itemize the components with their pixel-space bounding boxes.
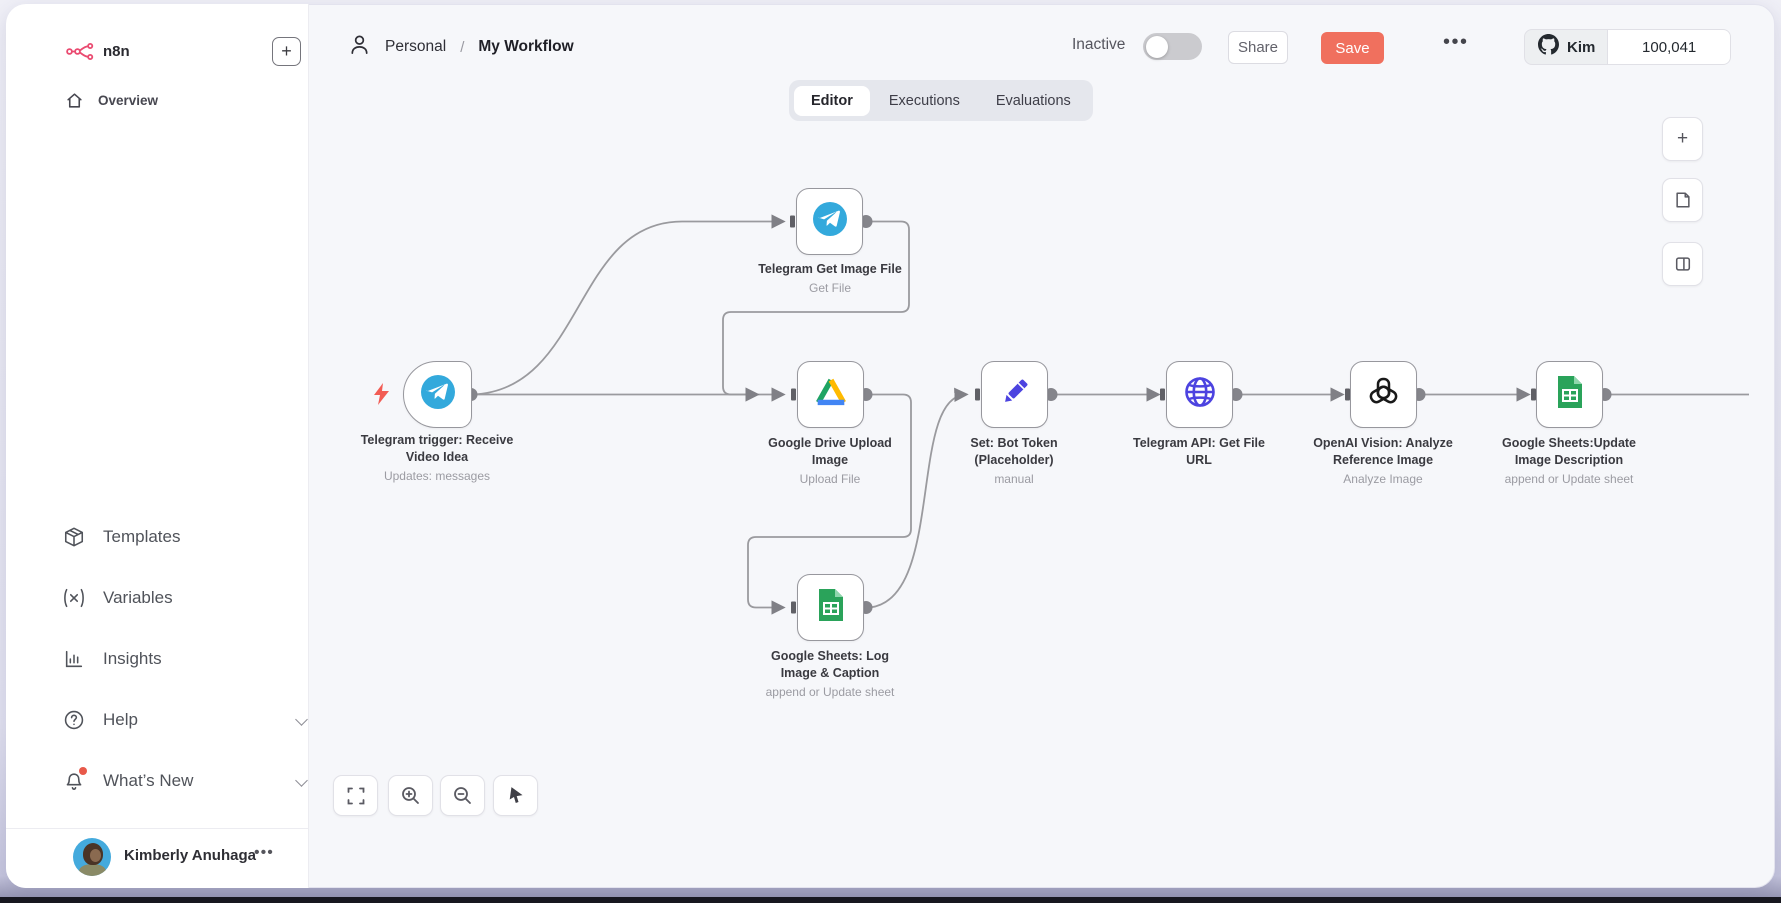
pointer-tool-button[interactable] bbox=[493, 775, 538, 816]
variables-icon bbox=[62, 586, 86, 610]
tab-editor[interactable]: Editor bbox=[794, 85, 870, 116]
github-user: Kim bbox=[1567, 38, 1596, 56]
panel-icon bbox=[1675, 257, 1690, 271]
fit-view-icon bbox=[347, 787, 364, 804]
node-label-telegram-get-image-file: Telegram Get Image File Get File bbox=[758, 262, 902, 295]
notification-badge bbox=[79, 767, 87, 775]
github-star-count: 100,041 bbox=[1607, 30, 1730, 64]
cursor-icon bbox=[509, 787, 523, 803]
active-toggle[interactable] bbox=[1143, 33, 1202, 60]
sidebar-item-insights[interactable]: Insights bbox=[62, 639, 282, 679]
zoom-out-icon bbox=[454, 787, 471, 804]
node-set-bot-token[interactable] bbox=[981, 361, 1048, 428]
workflow-status-label: Inactive bbox=[1072, 36, 1126, 53]
sidebar-item-label: Templates bbox=[103, 527, 181, 546]
sidebar-item-help[interactable]: Help bbox=[62, 700, 308, 740]
google-sheets-icon bbox=[1555, 374, 1585, 415]
github-star-widget[interactable]: Kim 100,041 bbox=[1524, 29, 1731, 65]
save-button[interactable]: Save bbox=[1321, 32, 1384, 64]
plus-icon: + bbox=[281, 41, 292, 61]
sidebar-item-label: Overview bbox=[98, 92, 159, 108]
breadcrumb-project[interactable]: Personal bbox=[385, 38, 447, 55]
more-options-button[interactable]: ••• bbox=[1443, 31, 1469, 53]
node-label-google-drive-upload: Google Drive Upload Image Upload File bbox=[768, 436, 892, 486]
add-node-button[interactable]: + bbox=[1662, 117, 1703, 161]
package-icon bbox=[62, 525, 86, 549]
app-title: n8n bbox=[103, 43, 130, 60]
sticky-note-icon bbox=[1675, 192, 1690, 208]
breadcrumb: Personal / My Workflow bbox=[348, 32, 574, 62]
github-icon bbox=[1538, 34, 1559, 60]
chevron-down-icon bbox=[295, 713, 308, 726]
sidebar-item-templates[interactable]: Templates bbox=[62, 517, 282, 557]
node-label-set-bot-token: Set: Bot Token (Placeholder) manual bbox=[970, 436, 1058, 486]
n8n-logo-icon bbox=[66, 42, 94, 66]
breadcrumb-separator: / bbox=[460, 38, 465, 56]
tab-executions[interactable]: Executions bbox=[888, 92, 960, 109]
node-google-drive-upload[interactable] bbox=[797, 361, 864, 428]
fit-view-button[interactable] bbox=[333, 775, 378, 816]
node-telegram-api-get-file-url[interactable] bbox=[1166, 361, 1233, 428]
insights-icon bbox=[62, 647, 86, 671]
pencil-icon bbox=[999, 376, 1031, 413]
help-icon bbox=[62, 708, 86, 732]
bell-icon bbox=[62, 767, 87, 793]
telegram-icon bbox=[420, 374, 456, 415]
google-sheets-icon bbox=[816, 587, 846, 628]
node-openai-vision[interactable] bbox=[1350, 361, 1417, 428]
person-icon bbox=[348, 32, 371, 62]
lightning-icon bbox=[372, 382, 391, 411]
sidebar-item-label: Insights bbox=[103, 649, 162, 668]
user-more-button[interactable]: ••• bbox=[254, 844, 274, 861]
user-name: Kimberly Anuhaga bbox=[124, 847, 256, 864]
sidebar-item-whats-new[interactable]: What’s New bbox=[62, 761, 308, 801]
telegram-icon bbox=[812, 201, 848, 242]
add-node-icon: + bbox=[1676, 128, 1689, 149]
sidebar-item-variables[interactable]: Variables bbox=[62, 578, 282, 618]
zoom-in-icon bbox=[402, 787, 419, 804]
openai-icon bbox=[1367, 376, 1400, 414]
zoom-in-button[interactable] bbox=[388, 775, 433, 816]
home-icon bbox=[62, 88, 86, 112]
workflow-title[interactable]: My Workflow bbox=[478, 38, 574, 55]
divider bbox=[6, 828, 308, 829]
globe-icon bbox=[1183, 375, 1217, 414]
sidebar-item-overview[interactable]: Overview bbox=[62, 88, 158, 112]
node-telegram-trigger[interactable] bbox=[403, 361, 472, 428]
node-label-telegram-api-get-file-url: Telegram API: Get File URL bbox=[1133, 436, 1265, 467]
node-google-sheets-log[interactable] bbox=[797, 574, 864, 641]
chevron-down-icon bbox=[295, 774, 308, 787]
user-menu[interactable]: Kimberly Anuhaga ••• bbox=[6, 836, 308, 880]
view-tabs: Editor Executions Evaluations bbox=[789, 80, 1093, 121]
share-button[interactable]: Share bbox=[1228, 31, 1288, 64]
toggle-knob bbox=[1146, 35, 1168, 58]
zoom-out-button[interactable] bbox=[440, 775, 485, 816]
tab-evaluations[interactable]: Evaluations bbox=[995, 92, 1071, 109]
node-label-telegram-trigger: Telegram trigger: Receive Video Idea Upd… bbox=[360, 433, 514, 483]
node-telegram-get-image-file[interactable] bbox=[796, 188, 863, 255]
sidebar-item-label: What’s New bbox=[103, 771, 194, 790]
google-drive-icon bbox=[813, 376, 849, 413]
toggle-panel-button[interactable] bbox=[1662, 242, 1703, 286]
add-sticky-button[interactable] bbox=[1662, 178, 1703, 222]
node-label-openai-vision: OpenAI Vision: Analyze Reference Image A… bbox=[1313, 436, 1453, 486]
sidebar: n8n + Overview Templates Variab bbox=[6, 4, 309, 888]
node-label-google-sheets-log: Google Sheets: Log Image & Caption appen… bbox=[765, 649, 895, 699]
node-google-sheets-update[interactable] bbox=[1536, 361, 1603, 428]
avatar bbox=[73, 838, 111, 876]
sidebar-item-label: Help bbox=[103, 710, 138, 729]
add-workflow-button[interactable]: + bbox=[272, 37, 301, 66]
node-label-google-sheets-update: Google Sheets:Update Image Description a… bbox=[1501, 436, 1637, 486]
sidebar-item-label: Variables bbox=[103, 588, 173, 607]
